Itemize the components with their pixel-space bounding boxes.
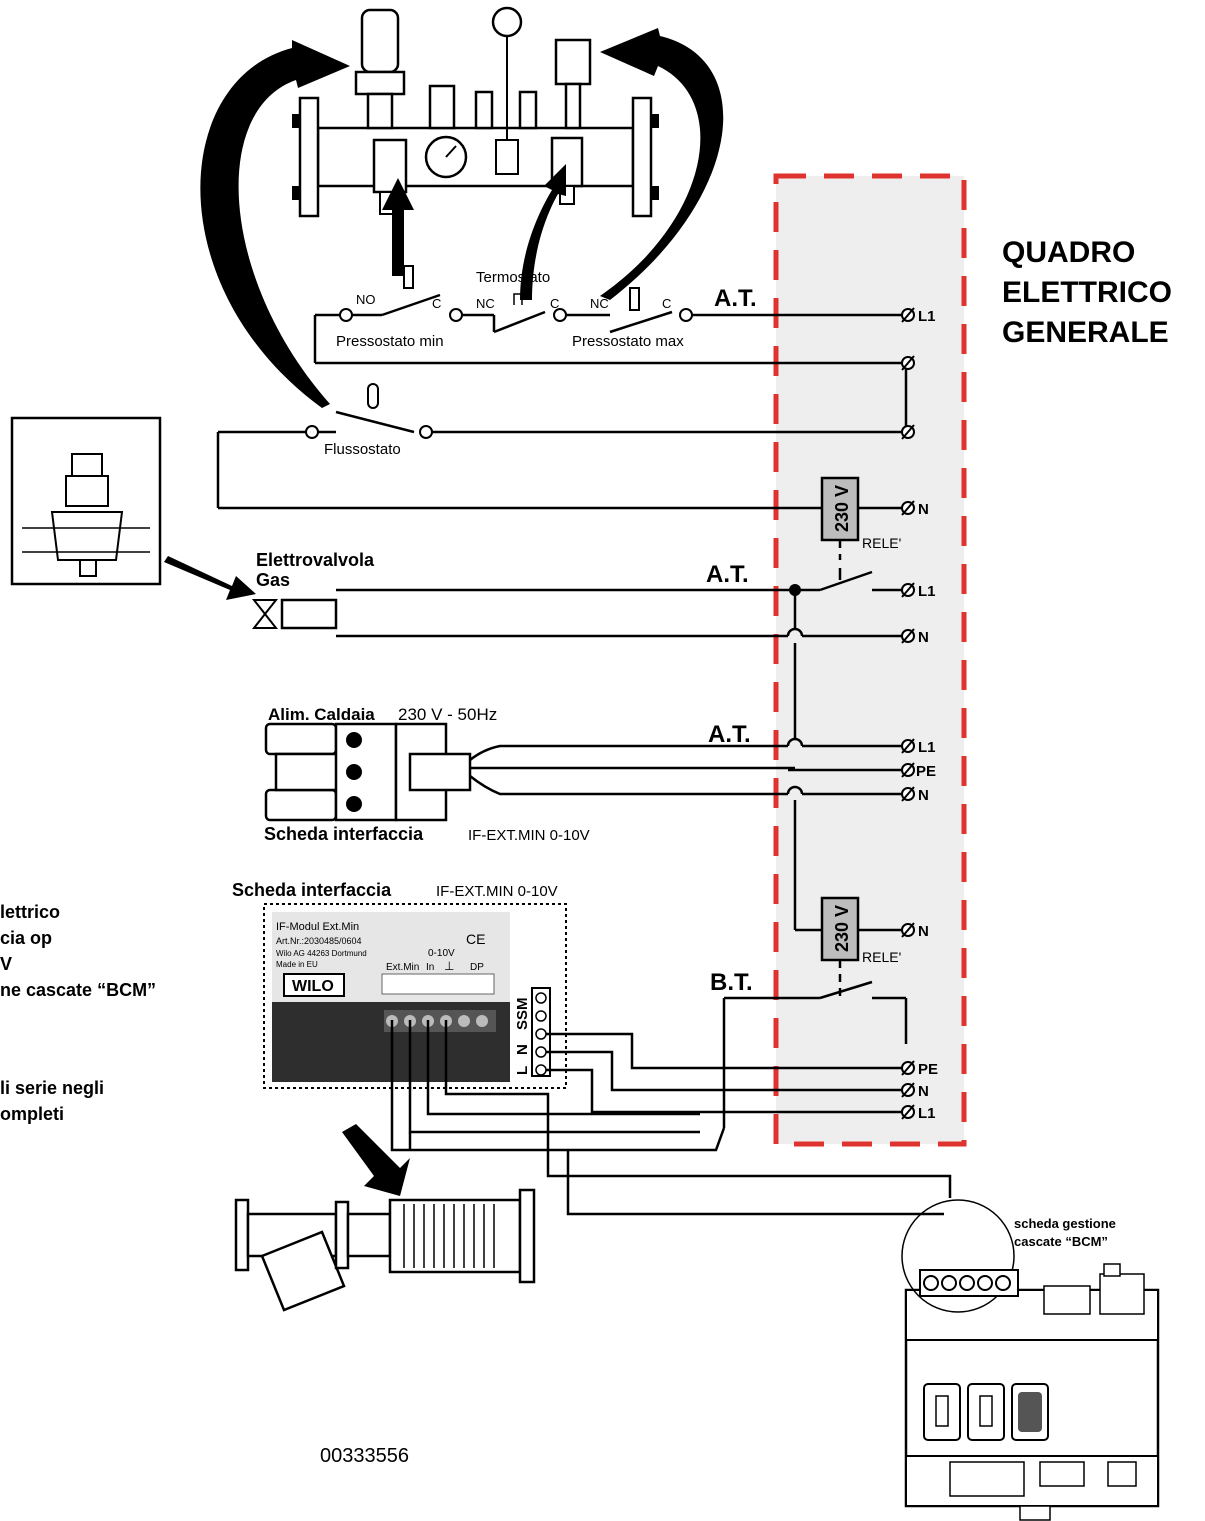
label-if-model-2: IF-EXT.MIN 0-10V [436, 883, 558, 900]
relay-1-label: RELE' [862, 535, 901, 551]
label-scheda-1: Scheda interfaccia [264, 824, 424, 844]
label-c-3: C [662, 296, 671, 311]
terminal-n-2: N [918, 629, 929, 646]
bcm-label-1: scheda gestione [1014, 1216, 1116, 1231]
label-alim-voltage: 230 V - 50Hz [398, 705, 497, 724]
wilo-ground: ⊥ [444, 959, 454, 973]
terminal-l1-2: L1 [918, 583, 936, 600]
wilo-title: IF-Modul Ext.Min [276, 921, 359, 933]
wilo-ce: CE [466, 931, 485, 947]
label-at-3: A.T. [708, 721, 751, 748]
terminal-pe-1: PE [916, 763, 936, 780]
left-note-2: cia op [0, 928, 52, 948]
label-gas: Gas [256, 570, 290, 590]
label-if-model-1: IF-EXT.MIN 0-10V [468, 827, 590, 844]
label-pressostato-max: Pressostato max [572, 333, 684, 350]
terminal-n-5: N [918, 1083, 929, 1100]
boiler-connector [264, 722, 903, 822]
terminal-n-4: N [918, 923, 929, 940]
wilo-ext-min: Ext.Min [386, 962, 419, 973]
label-scheda-2: Scheda interfaccia [232, 880, 392, 900]
panel-terminals [901, 307, 915, 1120]
wilo-in: In [426, 962, 434, 973]
terminal-l1-4: L1 [918, 1105, 936, 1122]
wilo-made-in: Made in EU [276, 960, 318, 969]
panel-title-line-1: QUADRO [1002, 236, 1135, 269]
relay-1-voltage: 230 V [832, 485, 852, 532]
left-note-1: lettrico [0, 902, 60, 922]
manifold-illustration [292, 6, 659, 218]
bcm-label-2: cascate “BCM” [1014, 1234, 1108, 1249]
wilo-dp: DP [470, 962, 484, 973]
left-note-6: li serie negli [0, 1078, 104, 1098]
label-at-2: A.T. [706, 561, 749, 588]
left-note-3: V [0, 954, 12, 974]
label-no: NO [356, 292, 376, 307]
terminal-l1-3: L1 [918, 739, 936, 756]
panel-title-line-3: GENERALE [1002, 316, 1169, 349]
relay-2-voltage: 230 V [832, 905, 852, 952]
wilo-scale: 0-10V [428, 948, 455, 959]
relay-1 [820, 476, 903, 580]
label-c-2: C [550, 296, 559, 311]
module-wires [390, 1020, 952, 1216]
label-at-1: A.T. [714, 285, 757, 312]
label-ssm: SSM [514, 997, 531, 1030]
label-pressostato-min: Pressostato min [336, 333, 444, 350]
label-nc-1: NC [476, 296, 495, 311]
terminal-pe-2: PE [918, 1061, 938, 1078]
pump-illustration [234, 1124, 536, 1312]
relay-2-label: RELE' [862, 949, 901, 965]
terminal-l1-1: L1 [918, 308, 936, 325]
left-note-4: ne cascate “BCM” [0, 980, 156, 1000]
curved-arrows [200, 28, 724, 408]
terminal-n-1: N [918, 501, 929, 518]
label-alim-caldaia: Alim. Caldaia [268, 705, 375, 724]
terminal-n-3: N [918, 787, 929, 804]
flow-switch [216, 383, 903, 510]
label-termostato: Termostato [476, 269, 550, 286]
label-c-1: C [432, 296, 441, 311]
wilo-maker: Wilo AG 44263 Dortmund [276, 949, 367, 958]
label-elettrovalvola: Elettrovalvola [256, 550, 375, 570]
panel-title-line-2: ELETTRICO [1002, 276, 1172, 309]
left-note-7: ompleti [0, 1104, 64, 1124]
label-bt: B.T. [710, 969, 753, 996]
relay-2 [722, 800, 908, 1128]
label-nc-2: NC [590, 296, 609, 311]
pressure-switch-row [313, 265, 908, 432]
wilo-art: Art.Nr.:2030485/0604 [276, 936, 362, 946]
label-l: L [514, 1066, 531, 1075]
bcm-board [901, 1199, 1160, 1521]
label-n: N [514, 1044, 531, 1055]
drawing-code: 00333556 [320, 1445, 409, 1467]
label-flussostato: Flussostato [324, 441, 401, 458]
wilo-brand: WILO [292, 978, 334, 995]
gas-valve [10, 416, 903, 740]
